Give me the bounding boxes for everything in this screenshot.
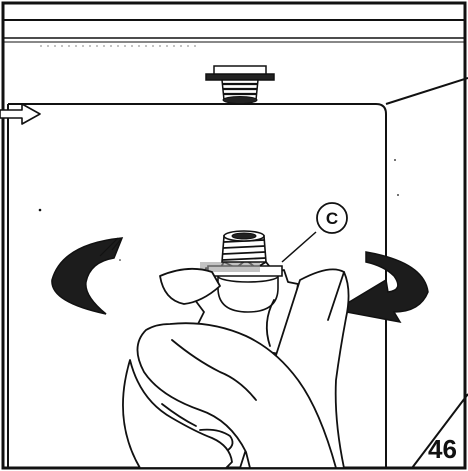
cabinet-side-edge <box>386 78 468 104</box>
top-fitting <box>206 66 274 104</box>
cabinet-top-edge <box>4 20 464 46</box>
figure-number-corner: 46 <box>412 394 468 468</box>
figure-number: 46 <box>428 434 457 464</box>
callout-badge: C <box>317 203 347 233</box>
curved-arrow-right-icon <box>336 252 428 322</box>
callout-letter: C <box>326 209 338 228</box>
pointer-arrow-icon <box>0 104 40 124</box>
callout-leader-line <box>282 232 316 262</box>
curved-arrow-left-icon <box>52 238 122 314</box>
